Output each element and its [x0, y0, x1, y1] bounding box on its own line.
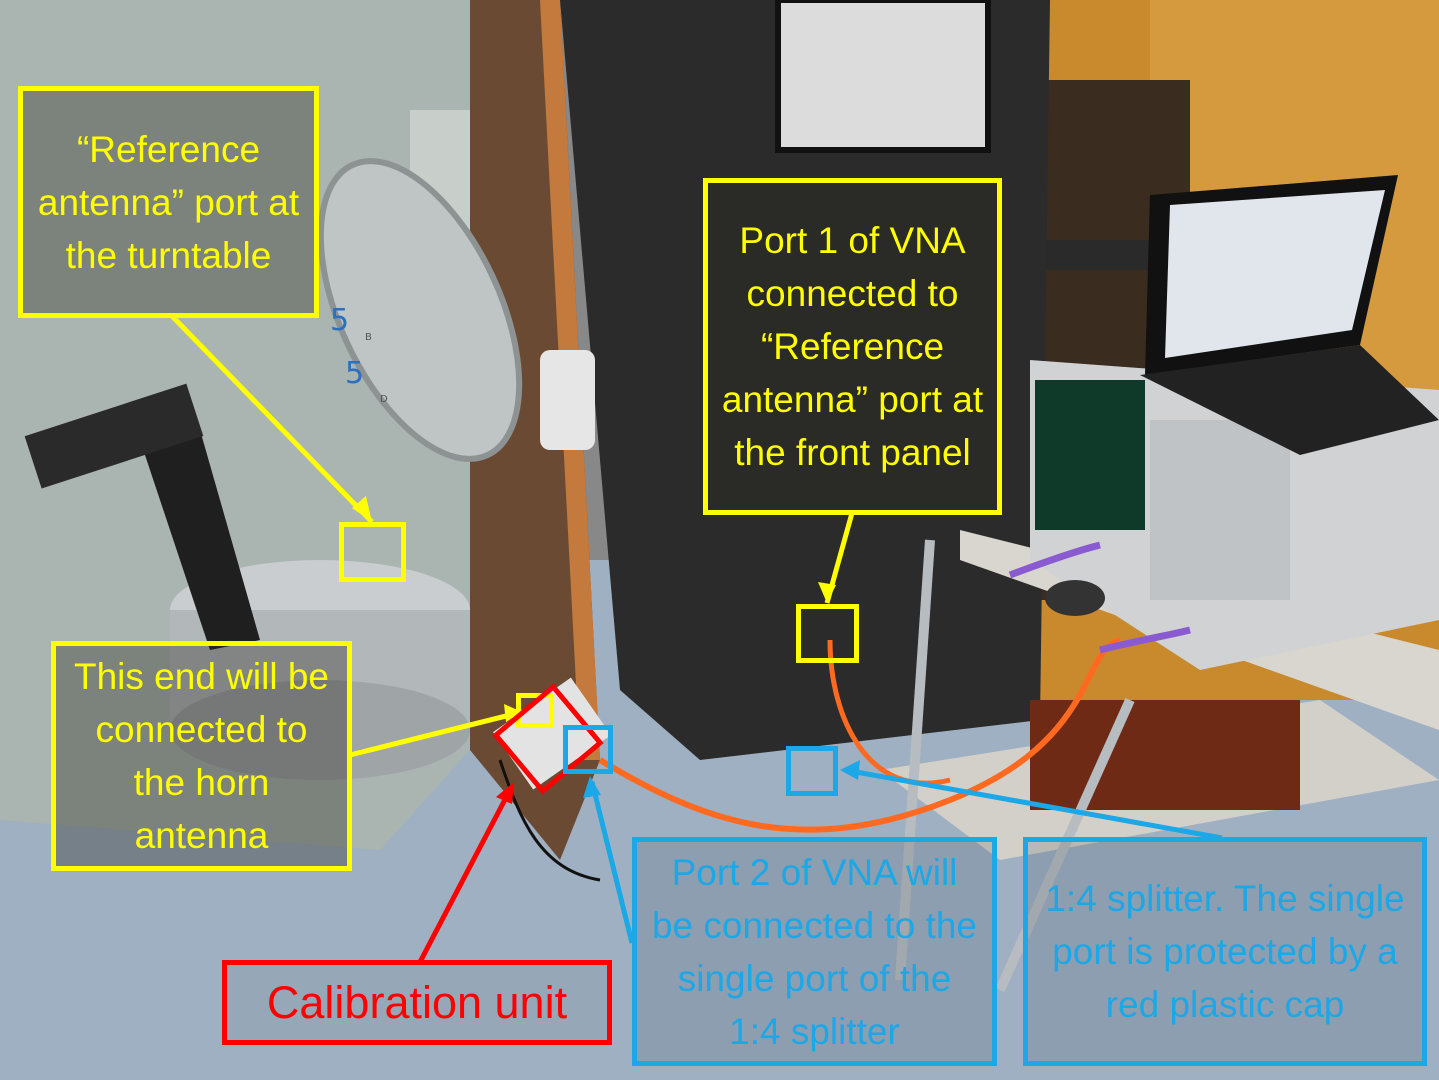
dish: [317, 158, 523, 462]
pointer-calibration: [417, 788, 513, 964]
chamber-mark-b: B: [365, 332, 372, 343]
chamber-mark-5b: 5: [345, 356, 364, 391]
chamber-mark-5a: 5: [330, 303, 349, 338]
cabinet-screen: [775, 0, 991, 153]
pointer-reference-turntable: [170, 314, 374, 524]
label-reference-antenna-turntable: “Reference antenna” port at the turntabl…: [18, 86, 319, 318]
mouse: [1045, 580, 1105, 616]
marker-port2: [563, 725, 613, 774]
label-horn-end: This end will be connected to the horn a…: [51, 641, 352, 871]
marker-reference-port-turntable: [339, 522, 406, 582]
pointer-horn-end: [349, 709, 523, 758]
marker-splitter: [786, 746, 838, 796]
calibration-unit-body: [493, 677, 612, 790]
pointer-splitter: [844, 767, 1223, 841]
label-calibration-unit: Calibration unit: [222, 960, 612, 1045]
marker-horn-end: [516, 693, 554, 728]
marker-port1-front: [796, 604, 859, 663]
chamber-mark-d: D: [380, 394, 388, 405]
label-splitter: 1:4 splitter. The single port is protect…: [1023, 837, 1427, 1066]
label-port1-vna: Port 1 of VNA connected to “Reference an…: [703, 178, 1002, 515]
label-port2-vna: Port 2 of VNA will be connected to the s…: [632, 837, 997, 1066]
pointer-port2: [589, 781, 635, 944]
laptop-base: [1140, 345, 1439, 455]
